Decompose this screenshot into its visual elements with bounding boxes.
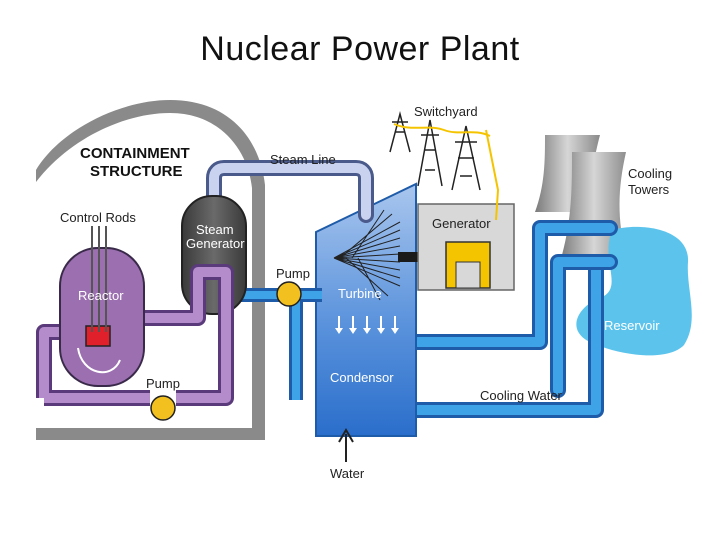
- primary-pump: [150, 395, 176, 421]
- water-inlet-arrow: [338, 428, 354, 462]
- label-condensor: Condensor: [330, 370, 394, 385]
- condenser-flow-arrows: [335, 316, 399, 334]
- label-containment-line1: CONTAINMENT: [80, 145, 190, 162]
- label-control-rods: Control Rods: [60, 210, 136, 225]
- label-steam-generator-line2: Generator: [186, 236, 245, 251]
- label-generator: Generator: [432, 216, 491, 231]
- generator-core-inner: [455, 261, 481, 289]
- label-containment-line2: STRUCTURE: [90, 163, 183, 180]
- slide-title: Nuclear Power Plant: [200, 30, 520, 68]
- label-reservoir: Reservoir: [604, 318, 660, 333]
- label-steam-line: Steam Line: [270, 152, 336, 167]
- label-turbine: Turbine: [338, 286, 382, 301]
- label-pump-primary: Pump: [146, 376, 180, 391]
- steam-line: [206, 160, 374, 223]
- label-switchyard: Switchyard: [414, 104, 478, 119]
- turbine-blades: [333, 209, 401, 301]
- label-cooling-water: Cooling Water: [480, 388, 563, 403]
- reservoir: [576, 226, 692, 356]
- power-lines: [393, 123, 500, 221]
- label-steam-generator-line1: Steam: [196, 222, 234, 237]
- turbine-shaft: [398, 252, 432, 262]
- reactor-flow-arrow: [77, 347, 121, 374]
- label-water: Water: [330, 466, 365, 481]
- control-rods: [91, 226, 107, 332]
- label-cooling-towers-line1: Cooling: [628, 166, 672, 181]
- switchyard-towers: [389, 111, 481, 191]
- label-pump-secondary: Pump: [276, 266, 310, 281]
- label-reactor: Reactor: [78, 288, 124, 303]
- turbine-condenser-building: [315, 182, 417, 437]
- secondary-pump: [276, 281, 302, 307]
- label-cooling-towers-line2: Towers: [628, 182, 670, 197]
- containment-structure: [36, 100, 265, 440]
- reactor-vessel: [59, 247, 145, 387]
